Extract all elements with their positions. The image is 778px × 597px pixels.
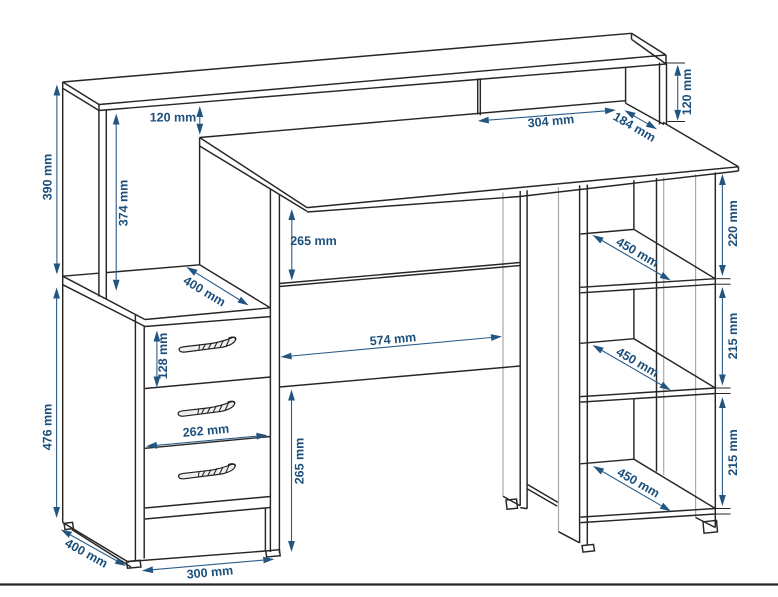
- svg-text:220 mm: 220 mm: [726, 200, 740, 247]
- svg-text:120 mm: 120 mm: [680, 69, 694, 116]
- svg-text:215 mm: 215 mm: [726, 429, 740, 476]
- svg-text:476 mm: 476 mm: [40, 404, 54, 451]
- svg-text:304 mm: 304 mm: [527, 112, 575, 130]
- svg-text:390 mm: 390 mm: [40, 154, 54, 201]
- svg-text:574 mm: 574 mm: [369, 330, 417, 348]
- svg-text:120 mm: 120 mm: [150, 110, 197, 124]
- svg-text:265 mm: 265 mm: [292, 438, 306, 485]
- svg-text:265 mm: 265 mm: [290, 234, 337, 248]
- svg-text:300 mm: 300 mm: [186, 563, 234, 581]
- svg-text:215 mm: 215 mm: [726, 313, 740, 360]
- svg-text:374 mm: 374 mm: [116, 180, 130, 227]
- svg-text:262 mm: 262 mm: [182, 422, 230, 440]
- svg-text:128 mm: 128 mm: [156, 333, 170, 380]
